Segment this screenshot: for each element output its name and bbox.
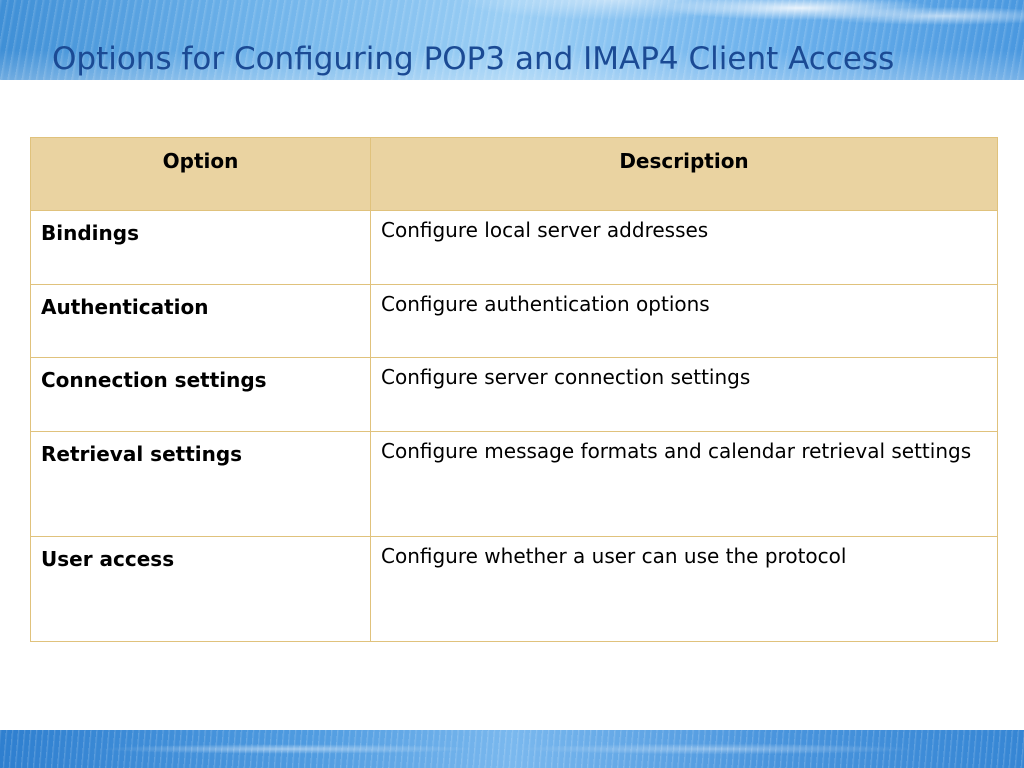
option-cell: Connection settings: [30, 357, 371, 432]
option-cell: Retrieval settings: [30, 431, 371, 537]
table-row: Retrieval settings Configure message for…: [30, 431, 998, 537]
table-row: User access Configure whether a user can…: [30, 536, 998, 642]
table-row: Bindings Configure local server addresse…: [30, 210, 998, 285]
description-cell: Configure local server addresses: [370, 210, 998, 285]
column-header-option: Option: [30, 137, 371, 211]
option-cell: Bindings: [30, 210, 371, 285]
options-table: Option Description Bindings Configure lo…: [30, 137, 998, 642]
header-banner: [0, 0, 1024, 80]
footer-banner: [0, 730, 1024, 768]
description-cell: Configure server connection settings: [370, 357, 998, 432]
description-cell: Configure authentication options: [370, 284, 998, 358]
slide-title: Options for Configuring POP3 and IMAP4 C…: [52, 41, 895, 77]
table-row: Connection settings Configure server con…: [30, 357, 998, 432]
description-cell: Configure message formats and calendar r…: [370, 431, 998, 537]
table-header-row: Option Description: [30, 137, 998, 211]
table-row: Authentication Configure authentication …: [30, 284, 998, 358]
column-header-description: Description: [370, 137, 998, 211]
option-cell: User access: [30, 536, 371, 642]
option-cell: Authentication: [30, 284, 371, 358]
description-cell: Configure whether a user can use the pro…: [370, 536, 998, 642]
